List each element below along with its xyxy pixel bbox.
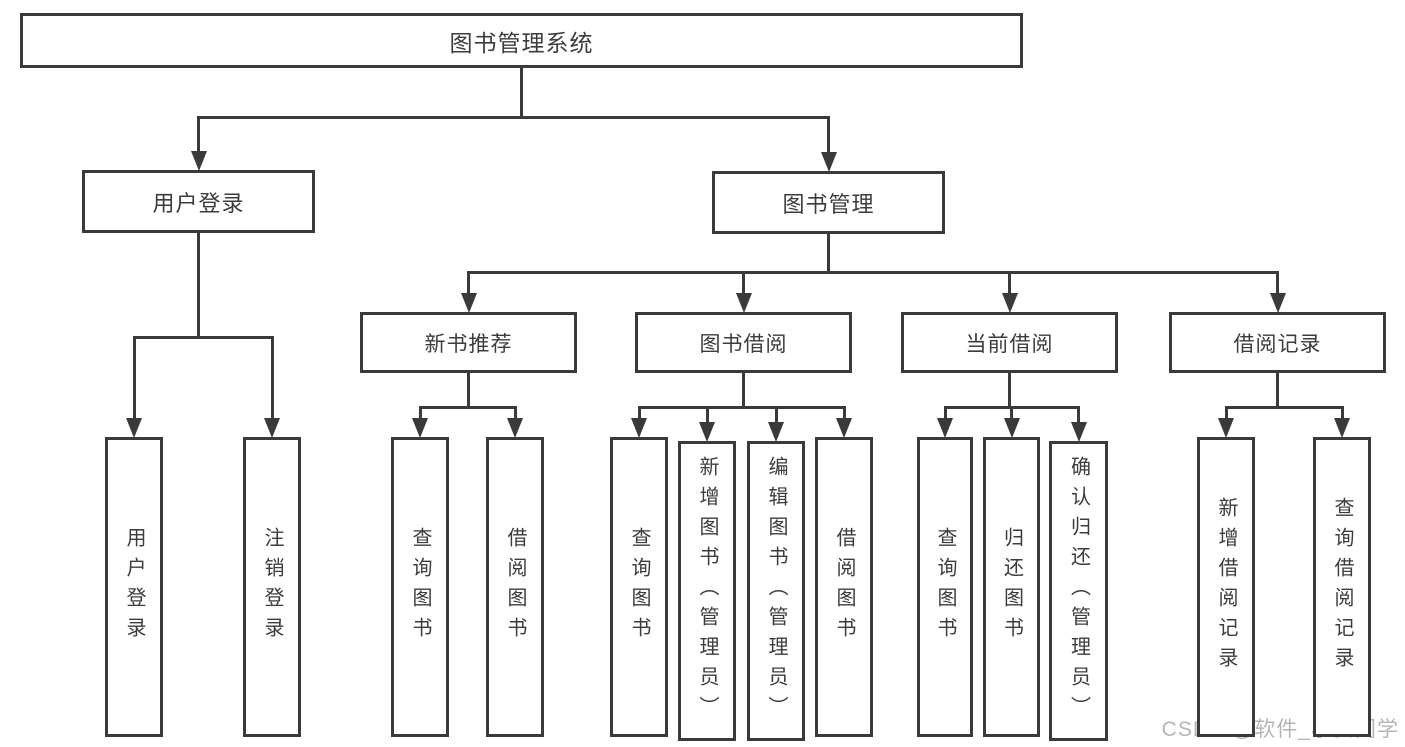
connector-line: [827, 117, 830, 153]
connector-line: [637, 407, 641, 419]
node-label: 图书借阅: [699, 332, 788, 356]
node-bb-query: 查询图书: [610, 437, 668, 737]
arrow-down-icon: [1218, 418, 1234, 438]
arrow-down-icon: [126, 418, 142, 438]
node-label: 注销登录: [261, 527, 283, 647]
arrow-down-icon: [631, 418, 647, 438]
node-br-add: 新增借阅记录: [1197, 437, 1255, 737]
node-cb-confirm: 确认归还（管理员）: [1049, 441, 1108, 741]
connector-line: [467, 373, 470, 407]
connector-line: [742, 373, 745, 407]
arrow-down-icon: [1003, 418, 1020, 438]
arrow-down-icon: [264, 418, 280, 438]
connector-line: [467, 272, 470, 294]
connector-line: [132, 335, 274, 339]
node-label: 借阅图书: [504, 527, 526, 647]
node-label: 归还图书: [1000, 527, 1023, 647]
connector-line: [1224, 407, 1228, 419]
connector-line: [742, 272, 745, 294]
connector-line: [1077, 407, 1080, 423]
node-root: 图书管理系统: [20, 13, 1023, 68]
arrow-down-icon: [1070, 422, 1087, 442]
connector-line: [132, 337, 136, 419]
connector-line: [520, 68, 523, 117]
connector-line: [827, 234, 830, 272]
node-label: 当前借阅: [965, 332, 1054, 356]
node-label: 查询图书: [409, 527, 431, 647]
node-user-login-group: 用户登录: [82, 170, 315, 233]
node-label: 查询图书: [628, 527, 650, 647]
connector-line: [197, 233, 200, 337]
arrow-down-icon: [1269, 293, 1286, 313]
node-label: 用户登录: [152, 190, 245, 216]
connector-line: [1276, 373, 1279, 407]
arrow-down-icon: [1001, 293, 1018, 313]
connector-line: [842, 407, 846, 419]
node-book-borrow: 图书借阅: [635, 312, 852, 373]
connector-line: [197, 117, 200, 152]
arrow-down-icon: [460, 293, 477, 313]
node-cb-return: 归还图书: [983, 437, 1040, 737]
node-bb-borrow: 借阅图书: [815, 437, 873, 737]
node-label: 借阅记录: [1233, 332, 1322, 356]
arrow-down-icon: [735, 293, 752, 313]
arrow-down-icon: [412, 418, 428, 438]
node-label: 借阅图书: [833, 527, 855, 647]
arrow-down-icon: [937, 418, 953, 438]
arrow-down-icon: [190, 151, 207, 171]
node-borrow-records: 借阅记录: [1169, 312, 1386, 373]
node-cb-query: 查询图书: [917, 437, 973, 737]
connector-line: [637, 405, 846, 409]
connector-line: [1276, 272, 1279, 294]
connector-line: [1010, 407, 1013, 419]
connector-line: [513, 407, 517, 419]
connector-line: [705, 407, 709, 423]
connector-line: [418, 407, 422, 419]
node-bb-edit: 编辑图书（管理员）: [747, 441, 805, 741]
node-book-mgmt: 图书管理: [712, 171, 945, 234]
node-new-book-rec: 新书推荐: [360, 312, 577, 373]
node-user-login: 用户登录: [105, 437, 163, 737]
node-br-query: 查询借阅记录: [1313, 437, 1371, 737]
arrow-down-icon: [699, 422, 715, 442]
node-nbr-query: 查询图书: [391, 437, 449, 737]
node-bb-add: 新增图书（管理员）: [678, 441, 736, 741]
arrow-down-icon: [820, 152, 837, 172]
node-label: 新增借阅记录: [1215, 497, 1237, 677]
node-label: 编辑图书（管理员）: [765, 456, 787, 726]
node-label: 新书推荐: [424, 332, 513, 356]
node-label: 查询借阅记录: [1331, 497, 1353, 677]
connector-line: [1224, 405, 1344, 409]
connector-line: [418, 405, 517, 409]
node-current-borrow: 当前借阅: [901, 312, 1118, 373]
node-nbr-borrow: 借阅图书: [486, 437, 544, 737]
node-label: 图书管理系统: [449, 29, 594, 56]
arrow-down-icon: [768, 422, 784, 442]
connector-line: [1008, 272, 1011, 294]
node-label: 确认归还（管理员）: [1067, 456, 1090, 726]
connector-line: [1340, 407, 1344, 419]
node-logout: 注销登录: [243, 437, 301, 737]
arrow-down-icon: [1334, 418, 1350, 438]
arrow-down-icon: [836, 418, 852, 438]
node-label: 图书管理: [782, 191, 875, 217]
node-label: 查询图书: [934, 527, 956, 647]
connector-line: [270, 337, 274, 419]
connector-line: [1008, 373, 1011, 407]
connector-line: [943, 407, 947, 419]
node-label: 用户登录: [123, 527, 145, 647]
connector-line: [467, 270, 1279, 274]
node-label: 新增图书（管理员）: [696, 456, 718, 726]
connector-line: [774, 407, 778, 423]
arrow-down-icon: [507, 418, 523, 438]
connector-line: [197, 115, 830, 119]
